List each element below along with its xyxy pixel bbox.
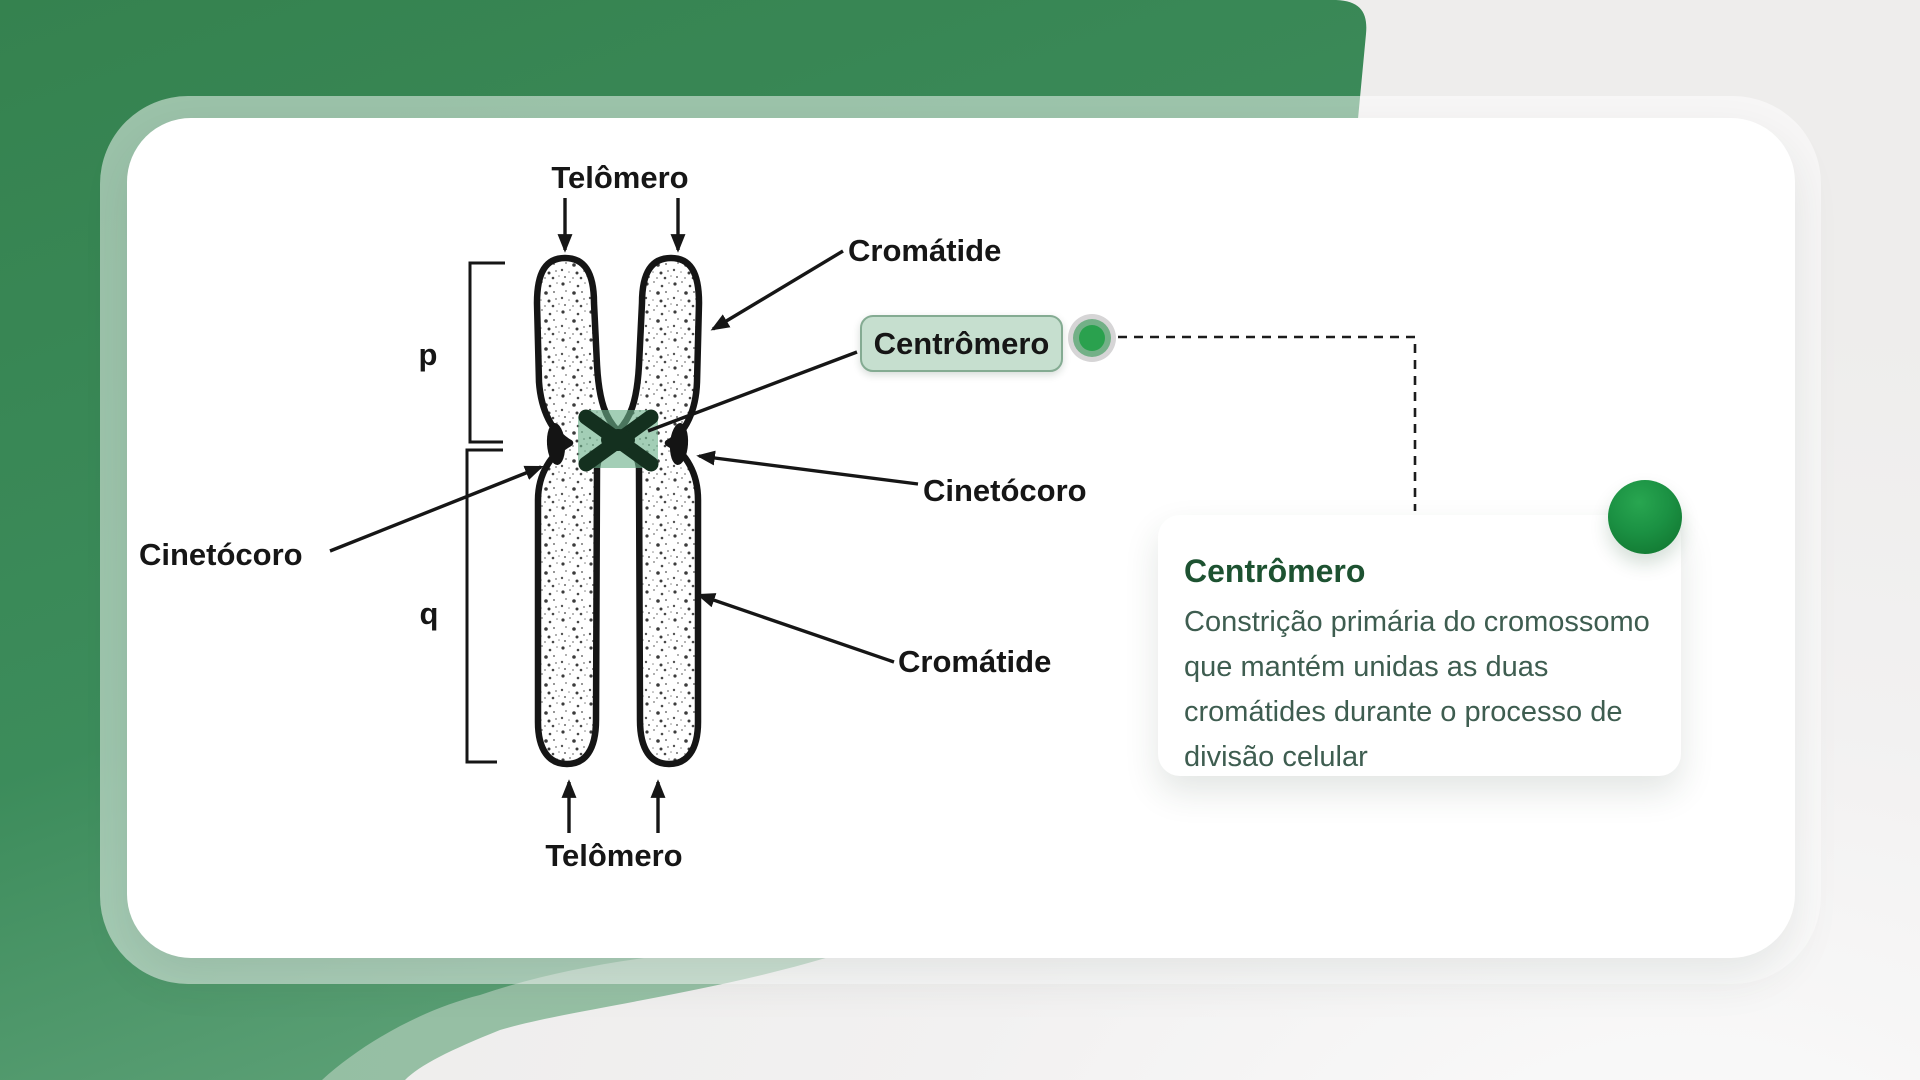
green-dot-button[interactable]	[1608, 480, 1682, 554]
arrow-kinetochore-right	[696, 450, 919, 486]
diagram-labels: Telômero Cromátide Cinetócoro Cinetócoro…	[139, 160, 1087, 873]
tooltip-title: Centrômero	[1184, 553, 1366, 589]
label-kinetochore-left: Cinetócoro	[139, 537, 303, 572]
label-telomere-bottom: Telômero	[545, 838, 682, 873]
centromere-core	[601, 429, 635, 451]
label-chromatid-bottom: Cromátide	[898, 644, 1051, 679]
tooltip-line: Constrição primária do cromossomo	[1184, 606, 1650, 638]
label-chromatid-top: Cromátide	[848, 233, 1001, 268]
kinetochore-right-shape	[669, 423, 689, 465]
label-kinetochore-right: Cinetócoro	[923, 473, 1087, 508]
tooltip-card: Centrômero Constrição primária do cromos…	[1158, 515, 1681, 776]
arrow-chromatid-top	[710, 249, 844, 331]
chromatid-right	[614, 254, 703, 768]
tooltip-line: cromátides durante o processo de	[1184, 696, 1623, 728]
label-telomere-top: Telômero	[551, 160, 688, 195]
hotspot-dot-icon	[1079, 325, 1105, 351]
arrow-kinetochore-left	[329, 465, 544, 553]
centromere-hotspot-marker[interactable]	[1068, 314, 1116, 362]
label-short-arm-p: p	[419, 337, 438, 372]
hotspot-ring	[1073, 319, 1111, 357]
connector-dashed-line	[1118, 335, 1417, 511]
label-long-arm-q: q	[420, 596, 439, 631]
centromere-chip-label: Centrômero	[873, 325, 1050, 361]
pointer-centromere-chip	[647, 350, 858, 433]
arrow-chromatid-bottom	[696, 593, 895, 664]
centromere-chip[interactable]: Centrômero	[860, 315, 1063, 372]
p-bracket	[468, 261, 505, 444]
kinetochore-left-shape	[546, 423, 566, 465]
chromatid-left	[533, 254, 622, 768]
diagram-arrows	[329, 198, 919, 833]
tooltip-line: que mantém unidas as duas	[1184, 651, 1549, 683]
q-bracket	[465, 448, 503, 764]
tooltip-line: divisão celular	[1184, 741, 1368, 773]
